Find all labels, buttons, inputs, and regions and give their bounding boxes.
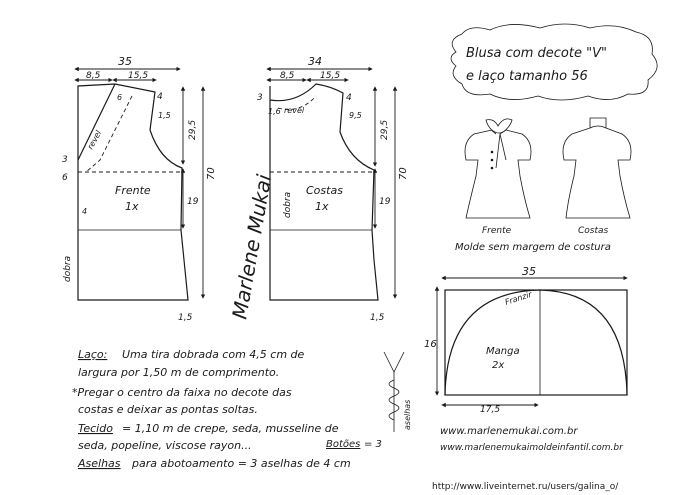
loop-icon: aselhas [383, 351, 412, 432]
back-armhole-height: 29,5 [380, 120, 390, 140]
back-left-three: 3 [257, 93, 263, 103]
fabric-text-1: = 1,10 m de crepe, seda, musseline de [122, 422, 339, 435]
front-width-shoulder: 15,5 [128, 71, 148, 81]
front-fold-label: dobra [63, 256, 73, 282]
back-hem: 1,5 [370, 313, 385, 323]
front-neckline [77, 83, 116, 161]
front-label: Frente [115, 184, 151, 197]
front-left-six: 6 [62, 173, 68, 183]
instructions: Laço: Uma tira dobrada com 4,5 cm de lar… [72, 348, 382, 470]
front-outline [77, 83, 189, 301]
front-bias-label: revel [86, 128, 104, 151]
bow-label: Laço: [78, 348, 107, 361]
sleeve-pattern-piece: 35 16 17,5 Franzir Manga 2x [424, 265, 628, 415]
back-fold-label: dobra [283, 192, 293, 218]
website-2: www.marlenemukaimoldeinfantil.com.br [440, 443, 624, 453]
sleeve-height: 16 [424, 339, 437, 350]
front-left-three: 3 [62, 155, 68, 165]
title-line-1: Blusa com decote "V" [466, 46, 607, 61]
title-line-2: e laço tamanho 56 [466, 69, 588, 84]
back-sketch: Costas [562, 117, 632, 236]
title-cloud: Blusa com decote "V" e laço tamanho 56 [450, 23, 658, 101]
front-length: 70 [206, 167, 217, 180]
sleeve-qty: 2x [492, 360, 504, 371]
front-armhole-height: 29,5 [188, 120, 198, 140]
front-width-neck: 8,5 [86, 71, 101, 81]
back-bias-label: revel [284, 106, 305, 115]
sleeve-cap-curve [444, 289, 628, 396]
signature: Marlene Mukai [227, 172, 276, 321]
sleeve-half-width: 17,5 [480, 405, 500, 415]
front-sketch-bow [485, 118, 513, 169]
front-sketch: Frente [464, 118, 532, 236]
front-width-total: 35 [118, 55, 132, 68]
front-sketch-button-2 [490, 158, 494, 162]
back-width-neck: 8,5 [280, 71, 295, 81]
back-width-total: 34 [308, 55, 322, 68]
front-facing-line [85, 95, 133, 173]
back-sketch-label: Costas [578, 226, 609, 236]
back-sketch-collar [589, 117, 607, 128]
front-armhole-mark: 1,5 [158, 111, 171, 120]
front-sketch-button-1 [490, 150, 494, 154]
loops-text: para abotoamento = 3 aselhas de 4 cm [131, 457, 351, 470]
back-qty: 1x [315, 200, 329, 213]
attach-text-1: *Pregar o centro da faixa no decote das [72, 386, 292, 399]
front-sketch-outline [464, 129, 532, 219]
bow-text-1: Uma tira dobrada com 4,5 cm de [122, 348, 305, 361]
sleeve-bounding-box [444, 289, 628, 396]
fabric-label: Tecido [78, 422, 113, 435]
back-facing-line [277, 95, 317, 110]
back-right-top: 4 [346, 93, 352, 103]
back-width-shoulder: 15,5 [320, 71, 340, 81]
sleeve-label: Manga [486, 346, 520, 357]
loop-icon-label: aselhas [403, 400, 412, 430]
buttons-label: Botões [326, 439, 360, 450]
back-pattern-piece: Costas 1x revel dobra 34 8,5 15,5 3 4 1,… [257, 55, 409, 323]
back-label: Costas [306, 184, 343, 197]
front-shoulder-drop: 6 [117, 93, 122, 102]
front-hem: 1,5 [178, 313, 193, 323]
bow-text-2: largura por 1,50 m de comprimento. [78, 366, 279, 379]
front-qty: 1x [125, 200, 139, 213]
attach-text-2: costas e deixar as pontas soltas. [78, 403, 258, 416]
front-sketch-button-3 [490, 166, 494, 170]
seam-allowance-note: Molde sem margem de costura [455, 242, 611, 253]
loop-icon-fork [383, 351, 405, 373]
loop-icon-coils [388, 379, 400, 421]
title-cloud-outline [450, 23, 658, 101]
footer-url: http://www.liveinternet.ru/users/galina_… [432, 482, 619, 492]
front-right-top: 4 [157, 92, 163, 102]
website-1: www.marlenemukai.com.br [440, 426, 578, 437]
fabric-text-2: seda, popeline, viscose rayon... [78, 439, 252, 452]
back-length: 70 [398, 167, 409, 180]
front-pattern-piece: Frente 1x revel dobra 35 8,5 15,5 4 1,5 … [62, 55, 217, 323]
back-sketch-outline [562, 125, 632, 219]
loops-label: Aselhas [77, 457, 121, 470]
front-sketch-label: Frente [482, 226, 512, 236]
sleeve-width: 35 [522, 265, 536, 278]
back-armhole-mark: 9,5 [349, 111, 362, 120]
front-left-four: 4 [82, 207, 87, 216]
back-neck-drop: 1,6 [268, 107, 281, 116]
buttons-text: = 3 [364, 439, 382, 450]
back-side: 19 [379, 197, 391, 207]
front-side: 19 [187, 197, 199, 207]
